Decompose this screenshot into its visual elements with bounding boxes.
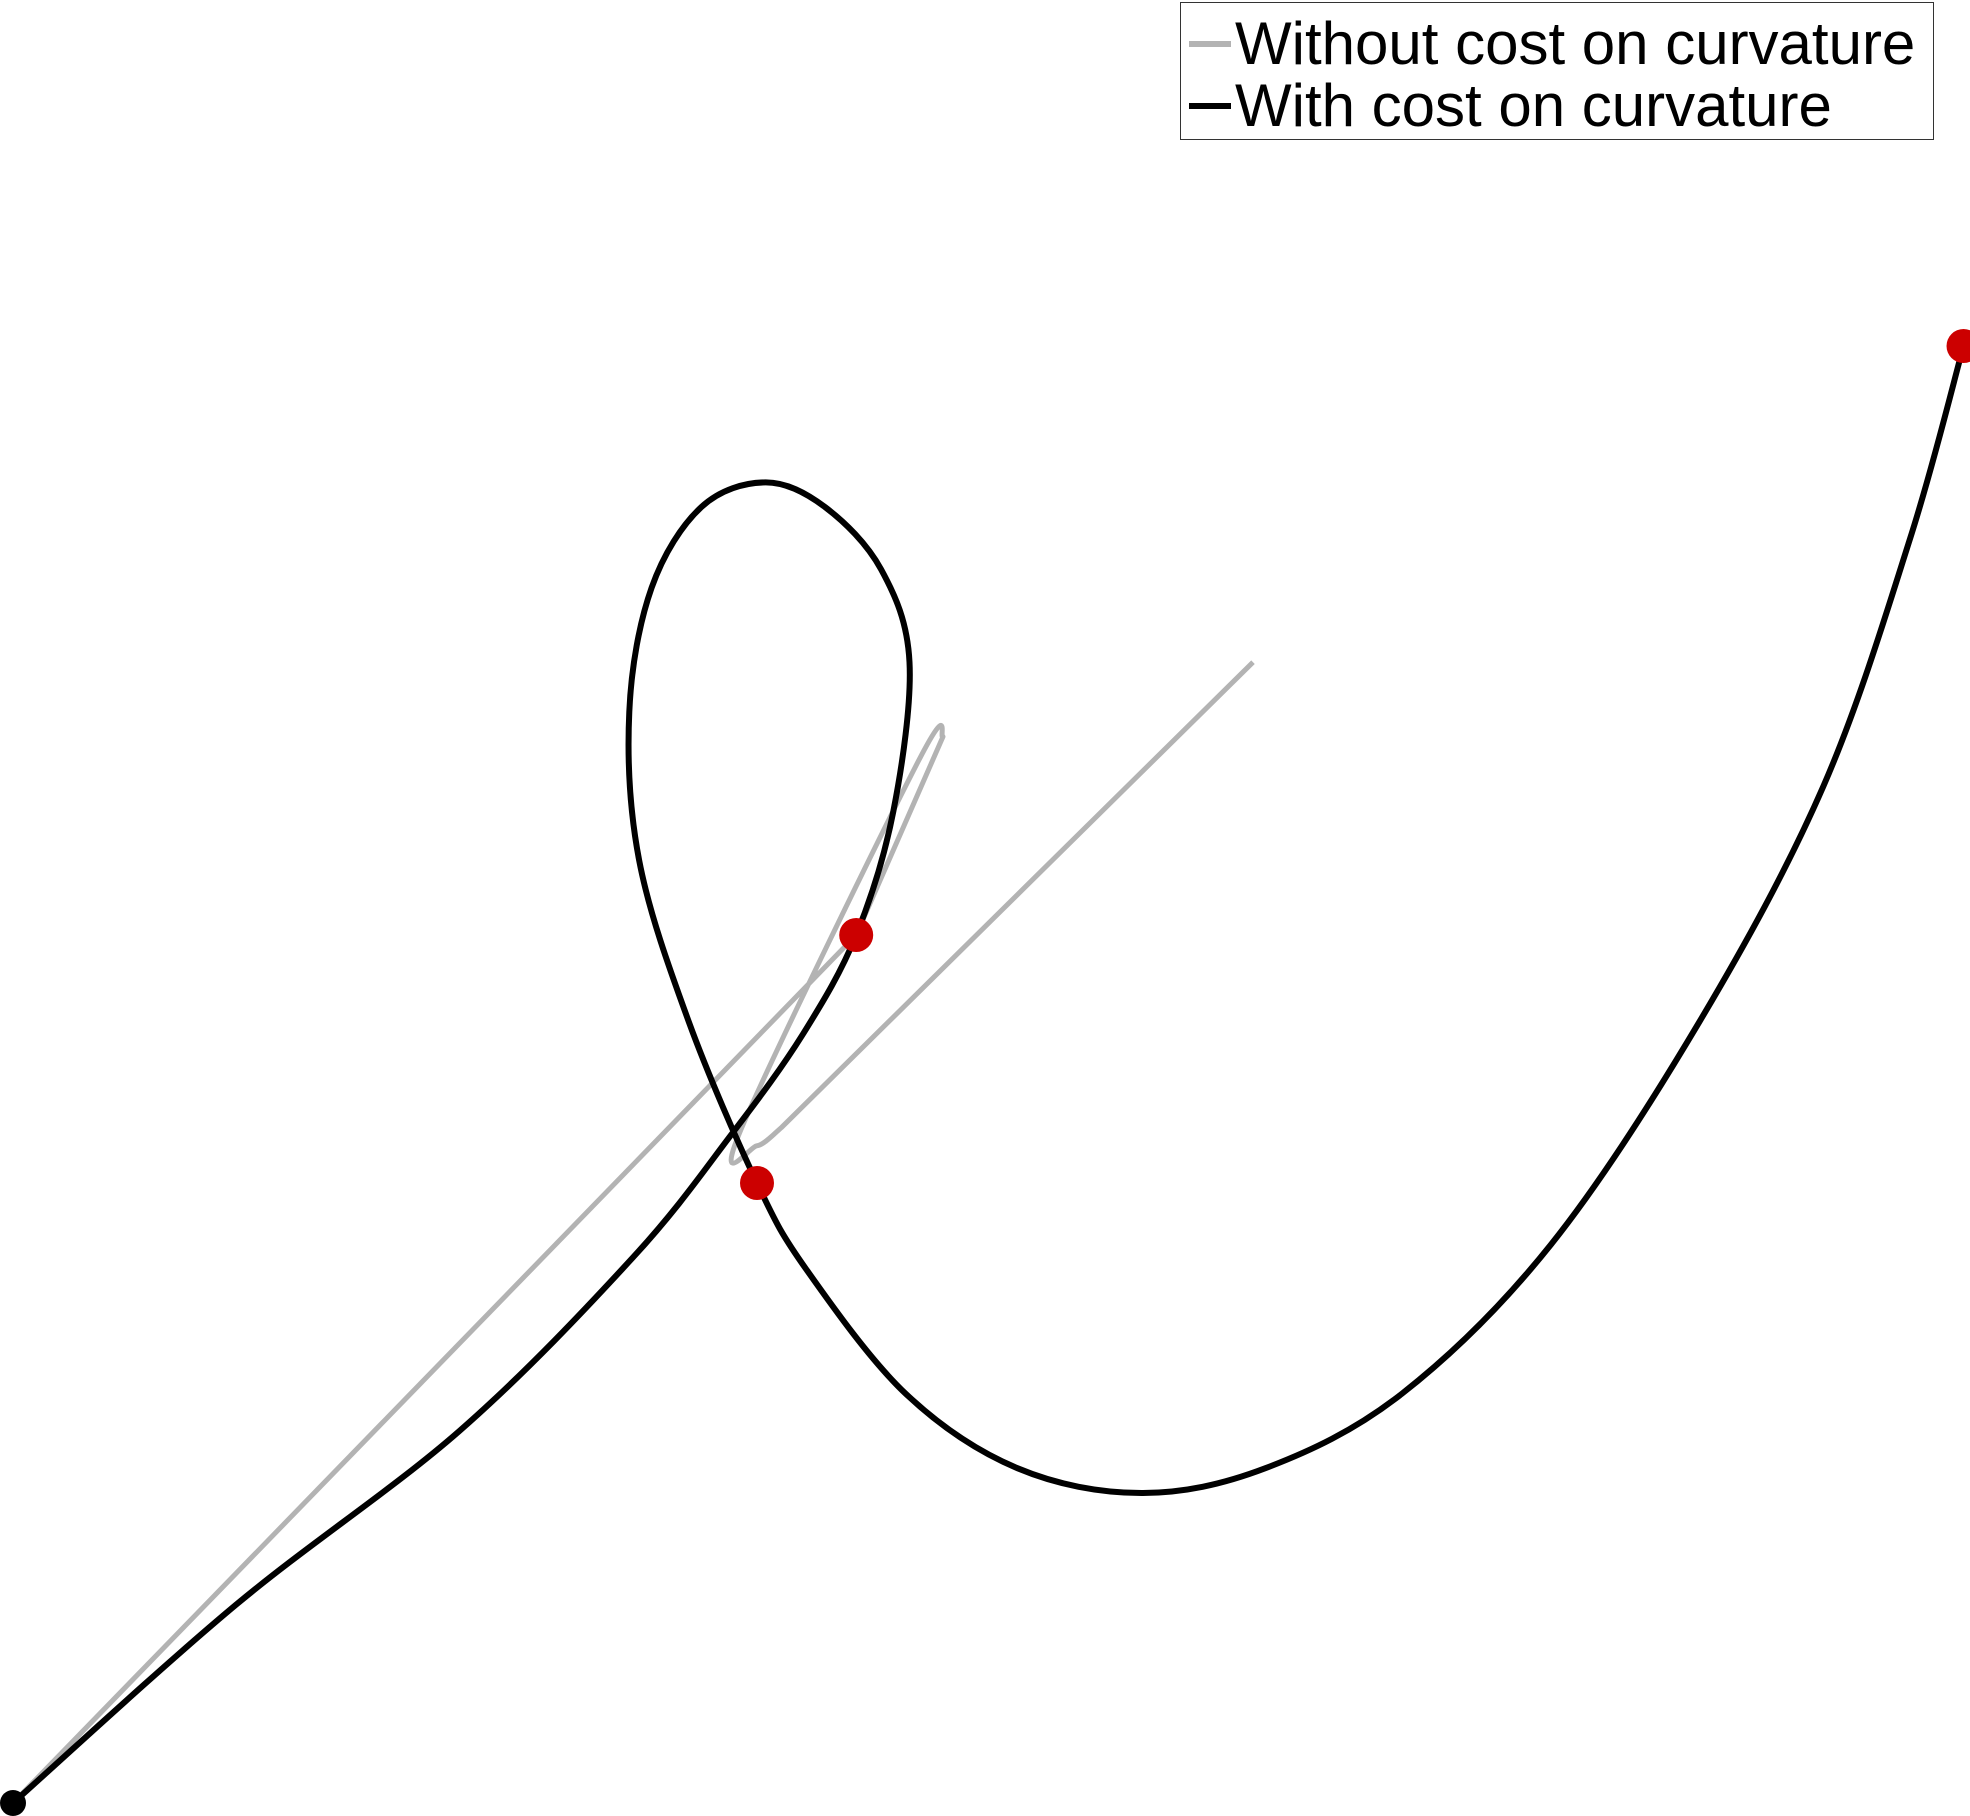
legend-entry-without-curvature: Without cost on curvature [1189,13,1915,75]
waypoint-marker-2 [740,1166,774,1200]
waypoint-marker-3 [1946,329,1970,363]
legend-entry-with-curvature: With cost on curvature [1189,75,1832,137]
series-layer [11,345,1967,1806]
legend-label-with-curvature: With cost on curvature [1235,72,1832,139]
waypoint-marker-1 [839,918,874,952]
legend-label-without-curvature: Without cost on curvature [1235,10,1916,77]
legend-swatch-black [1189,103,1231,109]
series-line-without-curvature [11,660,1255,1805]
marker-layer [0,329,1970,1816]
series-line-with-curvature [11,345,1967,1806]
legend: Without cost on curvature With cost on c… [1180,2,1934,140]
legend-swatch-gray [1189,41,1231,47]
start-point-marker [0,1790,26,1816]
